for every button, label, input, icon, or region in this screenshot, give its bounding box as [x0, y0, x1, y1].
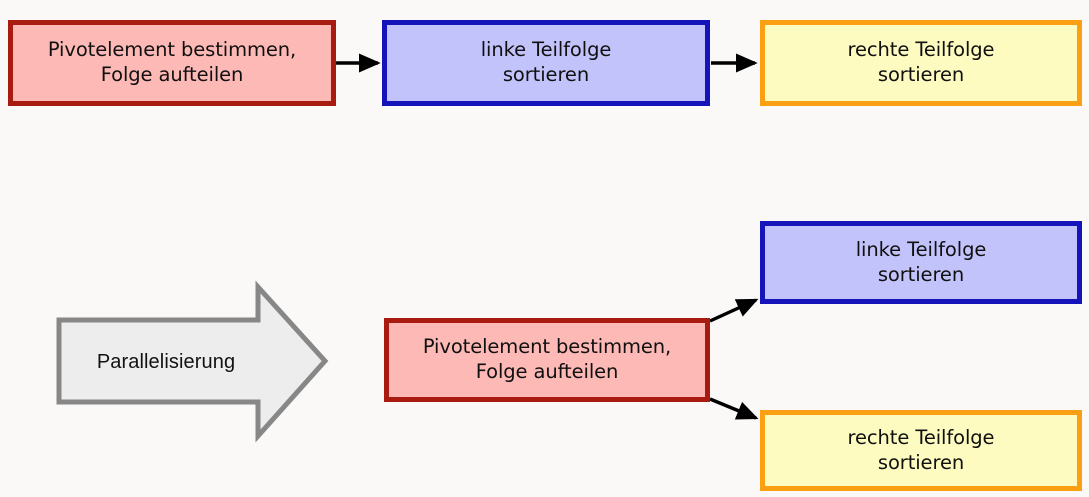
node-label: rechte Teilfolge sortieren [847, 38, 995, 86]
node-seq-rechte[interactable]: rechte Teilfolge sortieren [760, 20, 1082, 106]
node-label: rechte Teilfolge sortieren [847, 425, 995, 474]
node-seq-pivot[interactable]: Pivotelement bestimmen, Folge aufteilen [8, 20, 336, 106]
node-par-pivot[interactable]: Pivotelement bestimmen, Folge aufteilen [384, 318, 710, 402]
node-label: Pivotelement bestimmen, Folge aufteilen [47, 38, 297, 86]
connector-par-pivot-to-par-rechte [709, 397, 759, 420]
connector-par-pivot-to-par-linke [709, 298, 759, 323]
node-label: linke Teilfolge sortieren [855, 237, 987, 286]
node-seq-linke[interactable]: linke Teilfolge sortieren [382, 20, 710, 106]
node-label: linke Teilfolge sortieren [480, 38, 612, 86]
parallelisierung-arrow[interactable]: Parallelisierung [55, 280, 330, 443]
node-par-rechte[interactable]: rechte Teilfolge sortieren [760, 410, 1082, 491]
node-par-linke[interactable]: linke Teilfolge sortieren [760, 221, 1082, 304]
node-label: Pivotelement bestimmen, Folge aufteilen [422, 335, 672, 383]
block-arrow-shape [56, 280, 329, 443]
parallelisierung-arrow-label: Parallelisierung [96, 350, 236, 373]
